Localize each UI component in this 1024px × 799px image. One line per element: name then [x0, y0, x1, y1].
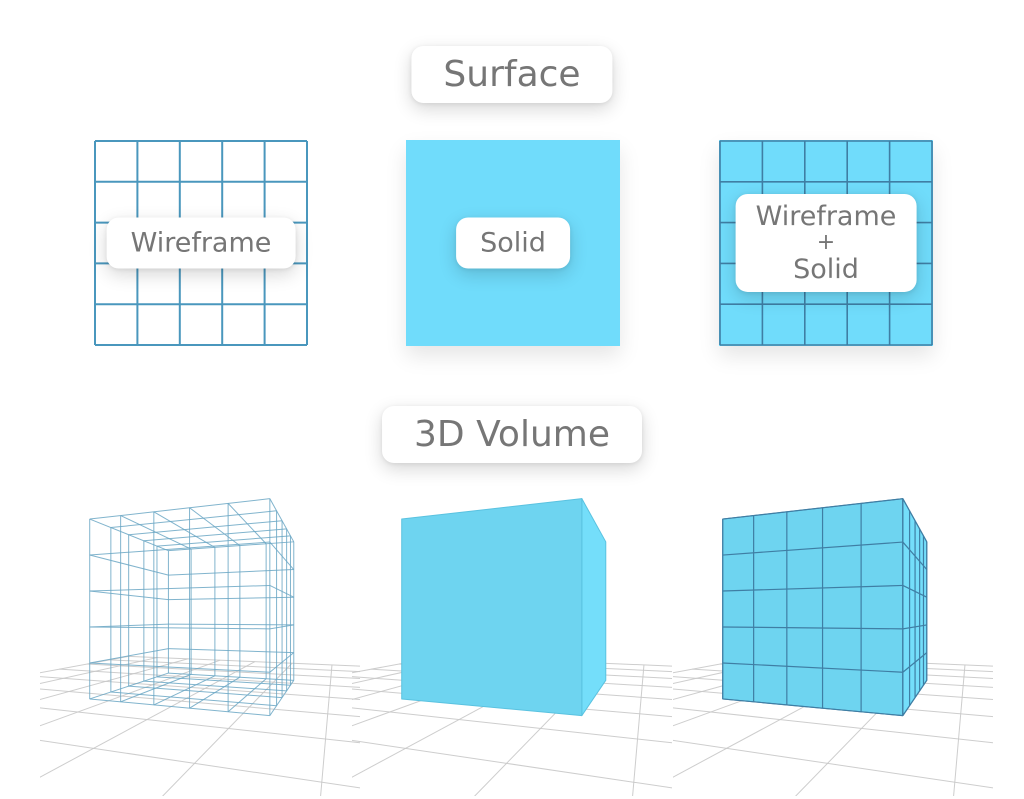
wireframe-label: Wireframe — [130, 227, 272, 259]
wireframe-label-chip: Wireframe — [106, 217, 296, 269]
volume-solid-graphic — [23, 498, 955, 799]
surface-wireframe-panel: Wireframe — [94, 140, 308, 346]
surface-wireframe-solid-panel: Wireframe + Solid — [719, 140, 933, 346]
wireframe-solid-label-line1: Wireframe — [755, 200, 897, 232]
volume-solid-panel — [23, 476, 955, 799]
volume-section-title: 3D Volume — [382, 406, 642, 464]
volume-title-text: 3D Volume — [414, 414, 610, 455]
volume-wireframe-solid-graphic — [344, 498, 1024, 799]
wireframe-solid-label-plus: + — [816, 230, 836, 256]
solid-label-chip: Solid — [456, 217, 570, 269]
volume-wireframe-solid-panel — [344, 476, 1024, 799]
wireframe-solid-label-line2: Solid — [793, 253, 859, 285]
solid-label: Solid — [480, 227, 546, 259]
volume-wireframe-graphic — [0, 498, 643, 799]
surface-solid-panel: Solid — [406, 140, 620, 346]
wireframe-solid-label-chip: Wireframe + Solid — [735, 193, 917, 293]
surface-section-title: Surface — [411, 46, 613, 104]
volume-wireframe-panel — [0, 476, 643, 799]
surface-title-text: Surface — [443, 54, 581, 95]
